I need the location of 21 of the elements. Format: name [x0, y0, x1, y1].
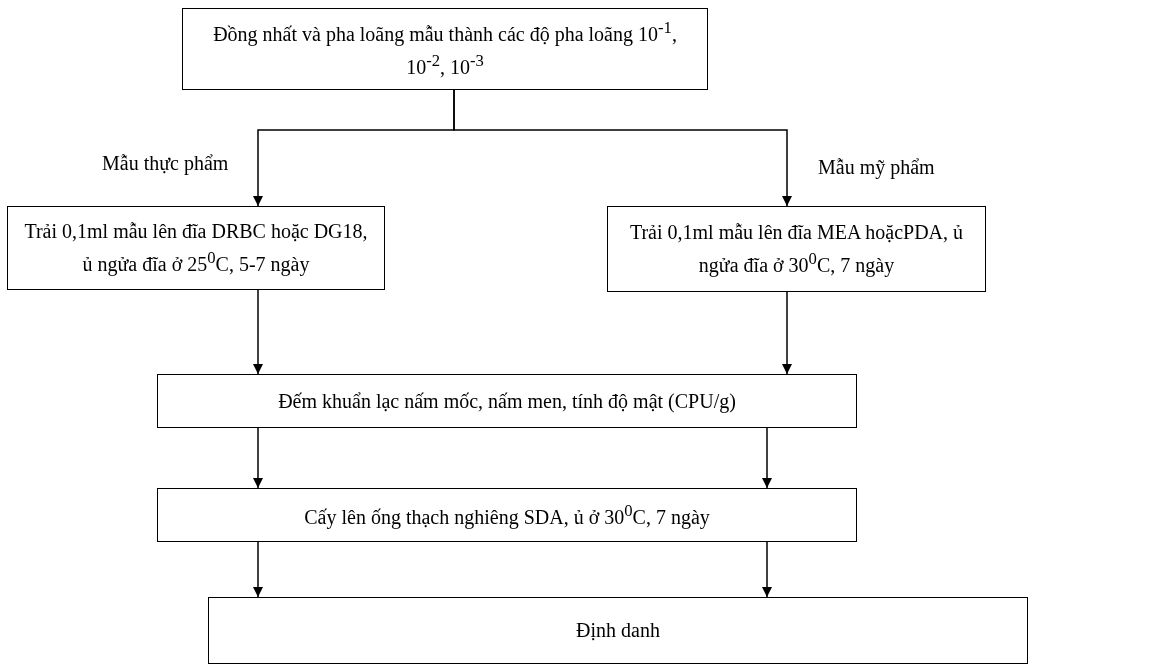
arrow [453, 89, 792, 207]
process-box [157, 488, 857, 542]
box-text: Định danh [576, 618, 660, 643]
box-text: Đồng nhất và pha loãng mẫu thành các độ pha loãng 10$^{-1}$, 10$^{-2}$, 10$^{-3}$ [212, 17, 678, 80]
process-box [182, 8, 708, 90]
branch-label: Mẫu thực phẩm [102, 152, 229, 175]
arrow [253, 541, 263, 598]
process-box [208, 597, 1028, 664]
process-box [7, 206, 385, 290]
process-box [607, 206, 986, 292]
arrow [762, 541, 772, 598]
process-box [157, 374, 857, 428]
box-text: Trải 0,1ml mẫu lên đĩa DRBC hoặc DG18, ủ ngửa đĩa ở 25$^{0}$C, 5-7 ngày [23, 219, 369, 278]
branch-label: Mẫu mỹ phẩm [818, 156, 935, 179]
arrow [253, 289, 263, 375]
box-text: Cấy lên ống thạch nghiêng SDA, ủ ở 30$^{0}$C, 7 ngày [304, 499, 710, 531]
arrow [782, 291, 792, 375]
arrow [253, 427, 263, 489]
box-text: Trải 0,1ml mẫu lên đĩa MEA hoặcPDA, ủ ngửa đĩa ở 30$^{0}$C, 7 ngày [628, 220, 965, 279]
arrow [762, 427, 772, 489]
box-text: Đếm khuẩn lạc nấm mốc, nấm men, tính độ mật (CPU/g) [278, 388, 736, 415]
